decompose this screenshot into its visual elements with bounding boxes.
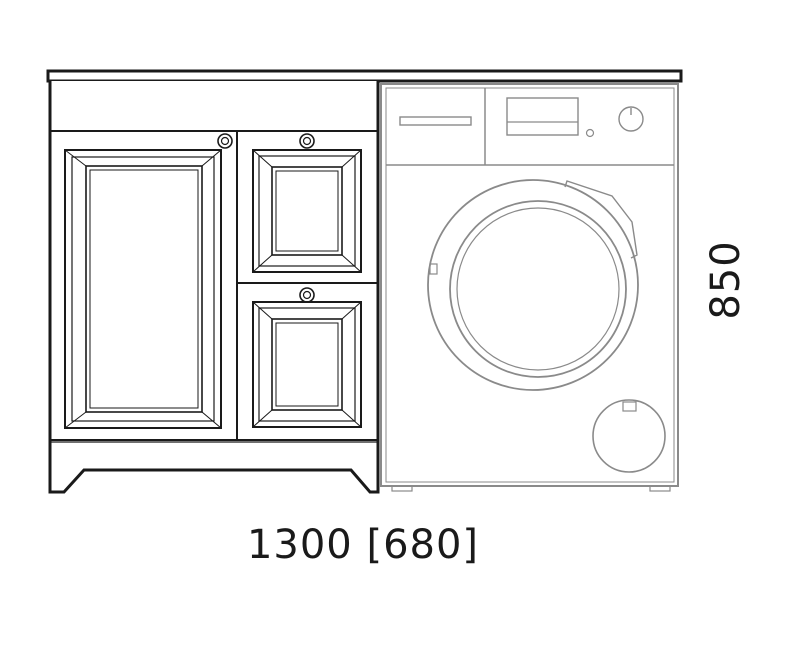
filter-cover: [592, 399, 666, 473]
display-panel: [506, 97, 579, 136]
height-dimension-label: 850: [703, 240, 749, 319]
button-icon: [585, 128, 595, 138]
drawer-knob-icon: [299, 133, 315, 149]
washer-foot: [391, 485, 413, 492]
width-dimension-label: 1300 [680]: [247, 522, 479, 568]
drawer-upper: [252, 149, 362, 273]
program-knob-icon: [618, 106, 644, 132]
door-knob-icon: [217, 133, 233, 149]
washer-foot: [649, 485, 671, 492]
washer-body: [380, 83, 679, 487]
detergent-drawer: [399, 116, 472, 126]
cabinet-door: [64, 149, 222, 429]
washer-door: [427, 179, 639, 391]
washing-machine: [380, 83, 679, 492]
countertop: [46, 69, 683, 83]
drawer-knob-icon: [299, 287, 315, 303]
